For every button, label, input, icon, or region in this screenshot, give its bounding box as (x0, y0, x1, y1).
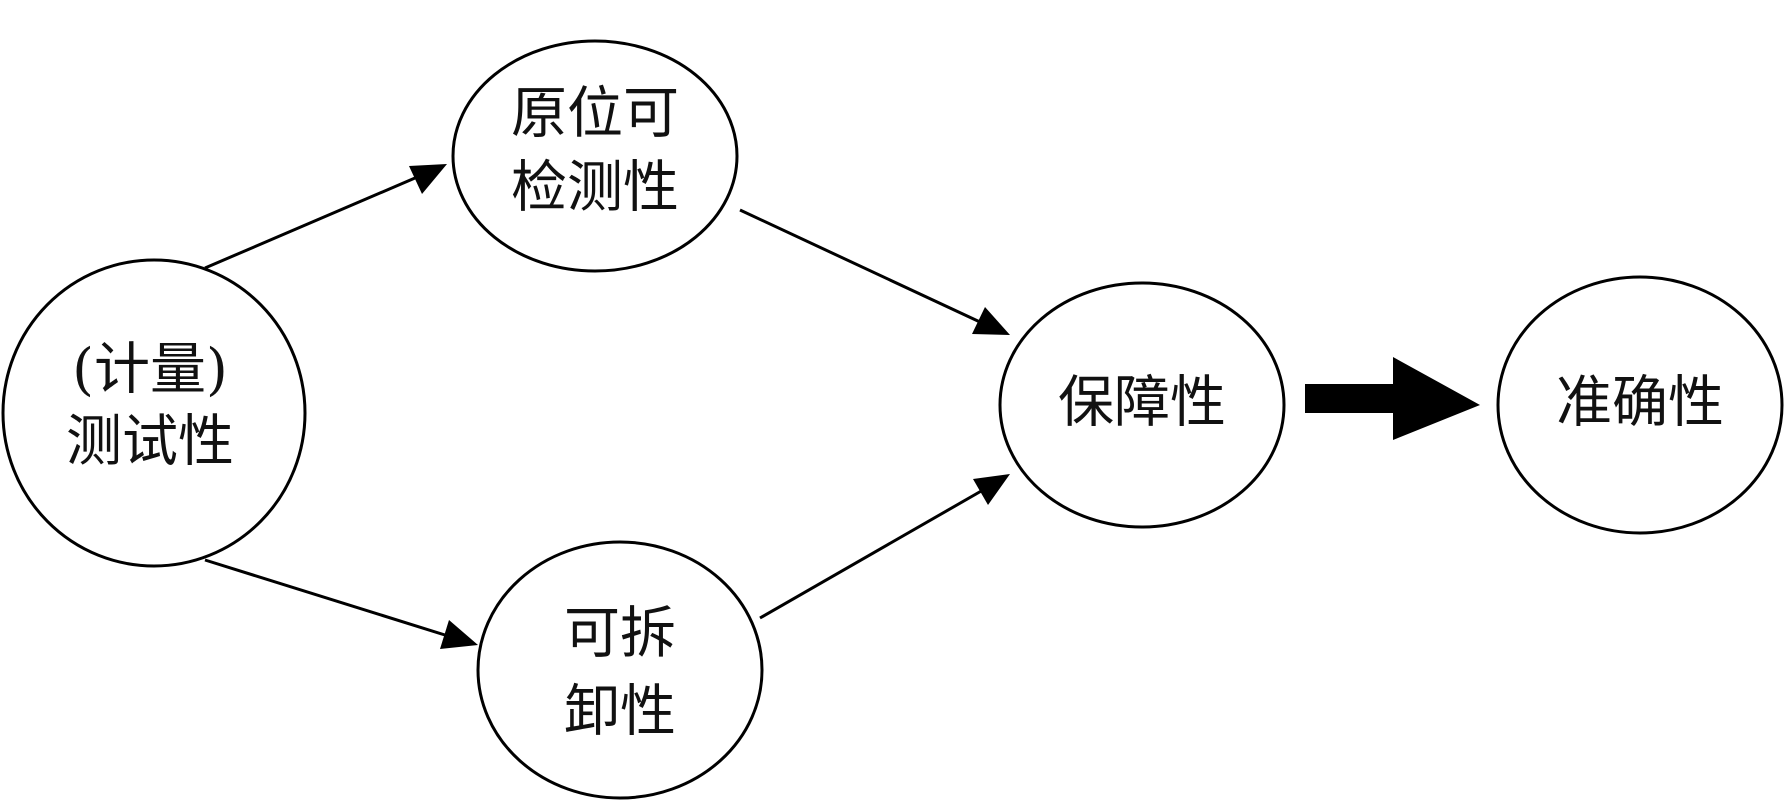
node-supportability: 保障性 (998, 281, 1286, 529)
node-accuracy: 准确性 (1496, 275, 1784, 535)
node-in-situ-detectability-ellipse (451, 39, 739, 273)
node-testability-line-1: (计量) (72, 338, 228, 403)
edge-testability-to-detachability (204, 558, 478, 649)
node-in-situ-detectability: 原位可 检测性 (451, 39, 739, 273)
node-testability-line-2: 测试性 (66, 410, 234, 475)
edge-in-situ-to-supportability (739, 208, 1010, 335)
node-accuracy-ellipse (1496, 275, 1784, 535)
edge-detachability-to-supportability (759, 474, 1010, 620)
node-supportability-line-1: 保障性 (1058, 371, 1226, 436)
node-in-situ-detectability-line-1: 原位可 (511, 82, 679, 147)
edge-testability-to-in-situ (204, 164, 447, 270)
node-in-situ-detectability-line-2: 检测性 (511, 156, 679, 221)
node-accuracy-line-1: 准确性 (1556, 371, 1724, 436)
node-detachability-line-2: 卸性 (564, 680, 676, 745)
node-supportability-ellipse (998, 281, 1286, 529)
node-detachability-ellipse (476, 540, 764, 800)
node-testability-ellipse (1, 258, 307, 568)
node-detachability-line-1: 可拆 (564, 602, 676, 667)
node-detachability: 可拆 卸性 (476, 540, 764, 800)
thick-arrow-supportability-to-accuracy (1305, 357, 1480, 440)
node-testability: (计量) 测试性 (1, 258, 307, 568)
